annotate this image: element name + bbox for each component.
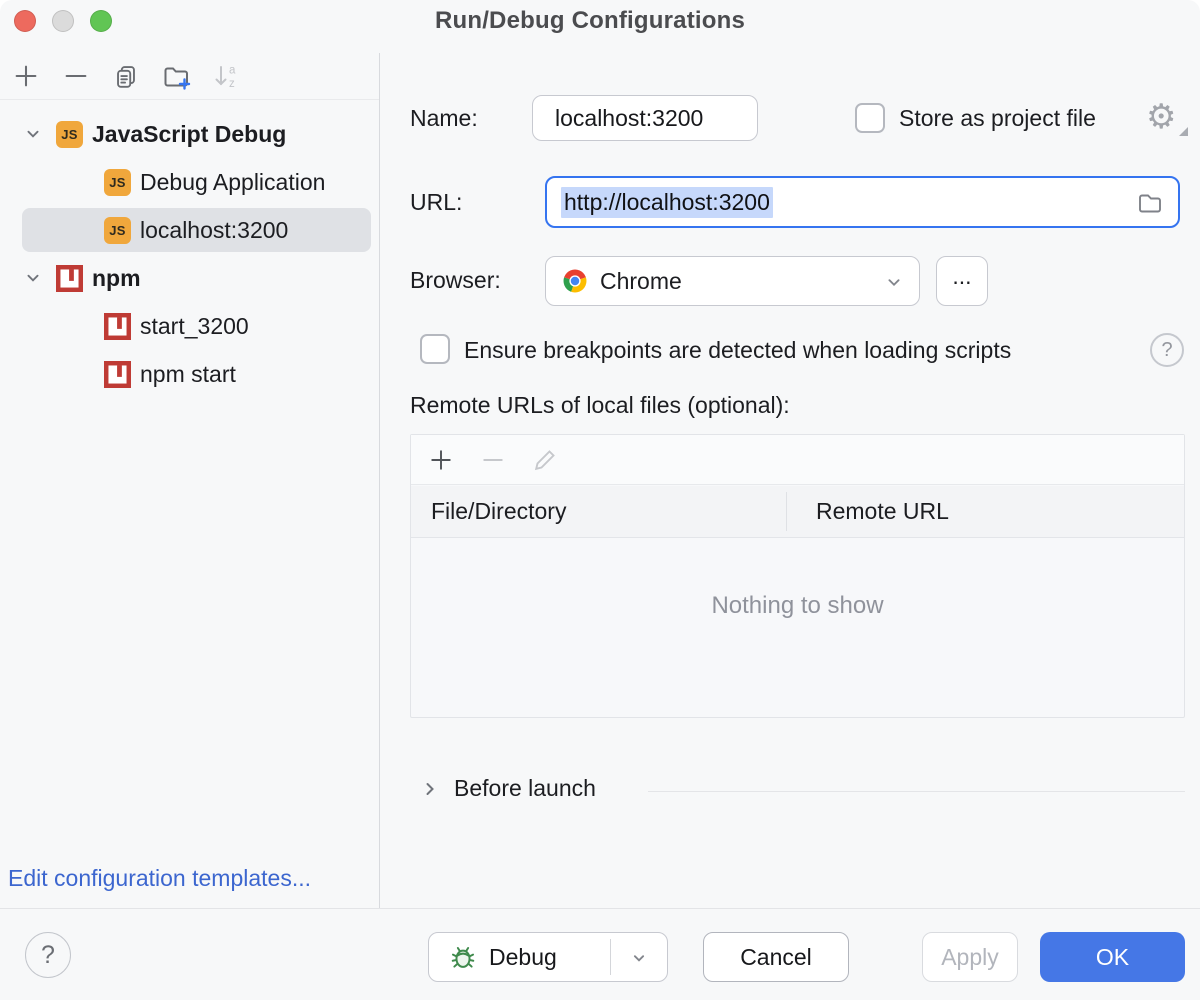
chevron-down-icon[interactable] bbox=[628, 947, 650, 969]
svg-text:a: a bbox=[229, 65, 236, 77]
debug-button[interactable]: Debug bbox=[428, 932, 668, 982]
browser-selected-value: Chrome bbox=[600, 267, 682, 294]
empty-table-message: Nothing to show bbox=[711, 592, 884, 619]
chevron-down-icon[interactable] bbox=[22, 267, 44, 289]
ok-button[interactable]: OK bbox=[1040, 932, 1185, 982]
configurations-sidebar: a z JS JavaScript Debug JS Debug Applica… bbox=[0, 53, 380, 908]
sort-configurations-button[interactable]: a z bbox=[210, 60, 242, 92]
copy-configuration-button[interactable] bbox=[110, 60, 142, 92]
table-edit-button[interactable] bbox=[529, 444, 561, 476]
svg-text:z: z bbox=[229, 78, 235, 90]
zoom-window-button[interactable] bbox=[90, 10, 112, 32]
sidebar-toolbar: a z bbox=[0, 53, 379, 100]
minimize-window-button[interactable] bbox=[52, 10, 74, 32]
chevron-right-icon bbox=[426, 782, 434, 795]
help-button[interactable]: ? bbox=[25, 932, 71, 978]
breakpoints-help-button[interactable]: ? bbox=[1150, 333, 1184, 367]
column-header-remote-url: Remote URL bbox=[816, 498, 949, 524]
javascript-debug-icon: JS bbox=[104, 168, 131, 196]
dialog-footer: ? Debug Cancel Apply OK bbox=[0, 908, 1200, 1000]
remote-urls-label: Remote URLs of local files (optional): bbox=[410, 392, 790, 418]
tree-item-label: npm start bbox=[140, 360, 236, 387]
tree-item-start-3200[interactable]: start_3200 bbox=[22, 304, 371, 348]
table-header-row: File/Directory Remote URL bbox=[411, 486, 1184, 538]
window-controls bbox=[14, 10, 112, 32]
new-folder-button[interactable] bbox=[160, 60, 192, 92]
configuration-editor-panel: Name: Store as project file ⚙ URL: http:… bbox=[380, 53, 1200, 908]
manage-browsers-button[interactable]: ... bbox=[936, 256, 988, 306]
url-selected-text: http://localhost:3200 bbox=[561, 186, 773, 218]
before-launch-divider bbox=[648, 791, 1185, 792]
table-toolbar bbox=[411, 435, 1184, 485]
url-label: URL: bbox=[410, 189, 463, 215]
url-input[interactable]: http://localhost:3200 bbox=[545, 176, 1180, 228]
npm-icon bbox=[56, 264, 83, 292]
tree-item-localhost-3200[interactable]: JS localhost:3200 bbox=[22, 208, 371, 252]
tree-item-label: npm bbox=[92, 264, 141, 291]
gear-dropdown-triangle-icon bbox=[1179, 127, 1188, 136]
plus-icon bbox=[15, 65, 37, 87]
browse-url-file-button[interactable] bbox=[1136, 189, 1164, 217]
name-input[interactable] bbox=[532, 95, 758, 141]
browser-select[interactable]: Chrome bbox=[545, 256, 920, 306]
question-mark-icon: ? bbox=[1161, 338, 1173, 361]
folder-icon bbox=[1139, 194, 1161, 213]
cancel-button[interactable]: Cancel bbox=[703, 932, 849, 982]
add-configuration-button[interactable] bbox=[10, 60, 42, 92]
chevron-down-icon bbox=[888, 279, 900, 287]
tree-item-npm-start[interactable]: npm start bbox=[22, 352, 371, 396]
tree-item-npm[interactable]: npm bbox=[22, 256, 371, 300]
copy-icon bbox=[117, 66, 135, 88]
javascript-debug-icon: JS bbox=[104, 216, 131, 244]
store-options-gear-button[interactable]: ⚙ bbox=[1146, 97, 1188, 139]
remove-configuration-button[interactable] bbox=[60, 60, 92, 92]
ensure-breakpoints-checkbox[interactable] bbox=[420, 334, 450, 364]
tree-item-debug-application[interactable]: JS Debug Application bbox=[22, 160, 371, 204]
npm-icon bbox=[104, 360, 131, 388]
chrome-icon bbox=[563, 269, 587, 293]
store-as-project-file-checkbox[interactable] bbox=[855, 103, 885, 133]
gear-icon: ⚙ bbox=[1146, 97, 1177, 137]
javascript-debug-icon: JS bbox=[56, 120, 83, 148]
before-launch-label: Before launch bbox=[454, 775, 596, 801]
split-button-divider bbox=[610, 939, 611, 975]
store-as-project-file-label: Store as project file bbox=[899, 105, 1096, 131]
tree-item-label: JavaScript Debug bbox=[92, 120, 287, 147]
dialog-title: Run/Debug Configurations bbox=[434, 7, 746, 34]
sort-alphabetically-icon: a z bbox=[215, 65, 236, 90]
npm-icon bbox=[104, 312, 131, 340]
table-remove-button[interactable] bbox=[477, 444, 509, 476]
debug-button-label: Debug bbox=[489, 943, 557, 970]
minus-icon bbox=[483, 458, 503, 461]
bug-icon bbox=[451, 947, 475, 968]
edit-configuration-templates-link[interactable]: Edit configuration templates... bbox=[8, 865, 311, 891]
new-folder-icon bbox=[164, 67, 191, 90]
chevron-down-icon[interactable] bbox=[22, 123, 44, 145]
close-window-button[interactable] bbox=[14, 10, 36, 32]
ensure-breakpoints-label: Ensure breakpoints are detected when loa… bbox=[464, 337, 1012, 363]
apply-button[interactable]: Apply bbox=[922, 932, 1018, 982]
table-body[interactable]: Nothing to show bbox=[411, 539, 1184, 717]
remote-urls-table: File/Directory Remote URL Nothing to sho… bbox=[410, 434, 1185, 718]
name-label: Name: bbox=[410, 105, 478, 131]
minus-icon bbox=[65, 74, 87, 78]
tree-item-label: Debug Application bbox=[140, 168, 326, 195]
before-launch-toggle[interactable]: Before launch bbox=[418, 775, 596, 802]
tree-item-label: start_3200 bbox=[140, 312, 249, 339]
tree-item-javascript-debug[interactable]: JS JavaScript Debug bbox=[22, 112, 371, 156]
plus-icon bbox=[431, 449, 451, 470]
pencil-icon bbox=[534, 449, 555, 470]
browser-label: Browser: bbox=[410, 267, 501, 293]
column-header-file-directory: File/Directory bbox=[431, 498, 567, 524]
column-divider bbox=[786, 492, 787, 531]
table-add-button[interactable] bbox=[425, 444, 457, 476]
tree-item-label: localhost:3200 bbox=[140, 216, 289, 243]
question-mark-icon: ? bbox=[41, 940, 55, 969]
